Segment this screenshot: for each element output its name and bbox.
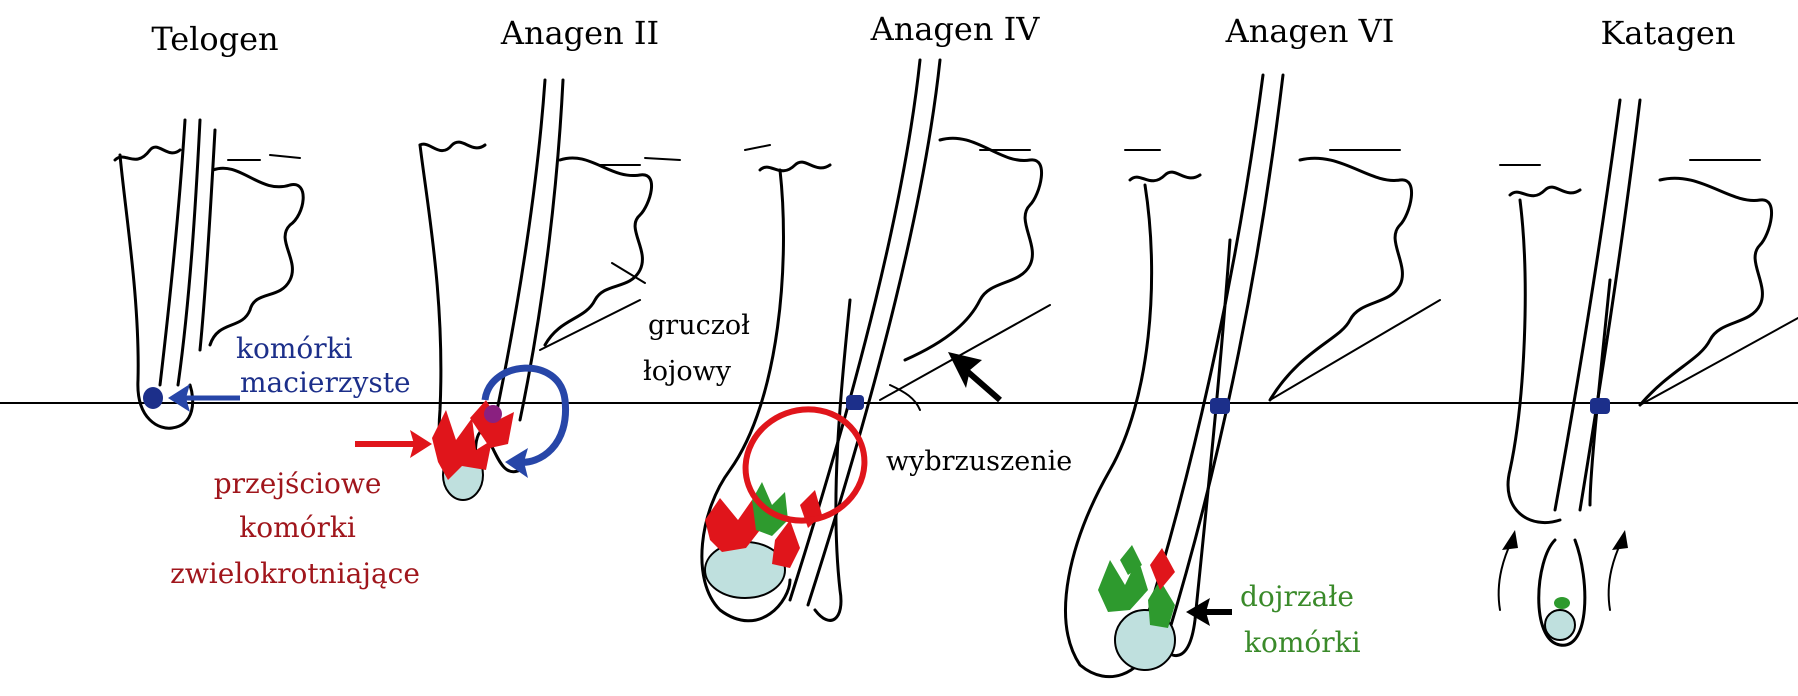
stem-cell-dot — [143, 387, 163, 409]
stage-title-katagen: Katagen — [1601, 14, 1736, 52]
dermal-papilla — [1545, 610, 1575, 640]
mature-cell-dot — [1554, 597, 1570, 609]
stem-cells-label-line-1: komórki — [236, 332, 353, 365]
stem-cells-label: komórki macierzyste — [236, 332, 411, 399]
sebaceous-gland-label-line-2: łojowy — [643, 356, 732, 387]
transit-cells-label-line-3: zwielokrotniające — [170, 557, 420, 590]
follicle-katagen — [1499, 100, 1798, 645]
transit-cells-arrow — [355, 430, 432, 458]
stem-cell-dot — [484, 405, 502, 423]
stem-cell-mark — [1210, 398, 1230, 414]
stage-title-anagen-vi: Anagen VI — [1225, 12, 1395, 50]
stage-title-anagen-ii: Anagen II — [500, 14, 659, 52]
stage-title-telogen: Telogen — [151, 20, 278, 58]
transit-cells-label-line-2: komórki — [239, 511, 356, 544]
sebaceous-gland-label-line-1: gruczoł — [648, 310, 750, 341]
mature-cells-label: dojrzałe komórki — [1240, 580, 1363, 659]
mature-cells-arrow — [1186, 598, 1232, 626]
mature-cells-label-line-1: dojrzałe — [1240, 580, 1354, 613]
transit-cells-cluster — [1150, 548, 1175, 590]
dermal-papilla — [705, 542, 785, 598]
follicle-anagen-ii — [355, 80, 680, 500]
bulge-arrow — [948, 352, 1000, 400]
transit-cells-label: przejściowe komórki zwielokrotniające — [170, 467, 420, 590]
bulge-label: wybrzuszenie — [886, 446, 1072, 477]
stem-cells-label-line-2: macierzyste — [240, 366, 411, 399]
stem-cell-arrow — [168, 384, 240, 412]
stage-title-anagen-iv: Anagen IV — [870, 10, 1041, 48]
stem-cell-mark — [846, 395, 864, 410]
mature-cells-label-line-2: komórki — [1244, 626, 1361, 659]
stem-cell-mark — [1590, 398, 1610, 414]
sebaceous-gland-label: gruczoł łojowy — [643, 310, 759, 387]
transit-cells-label-line-1: przejściowe — [214, 467, 382, 500]
